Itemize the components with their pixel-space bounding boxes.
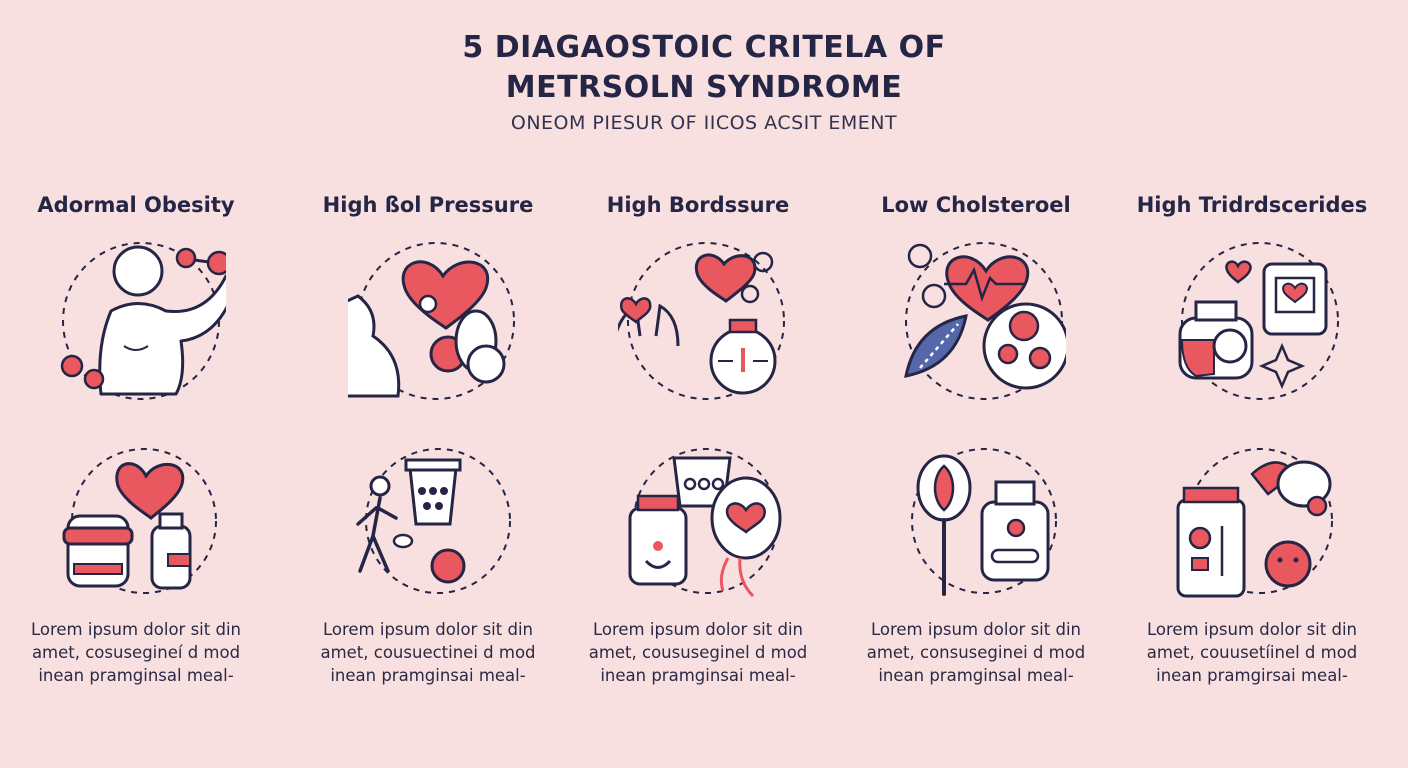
criterion-description: Lorem ipsum dolor sit din amet, consuseg… (846, 618, 1106, 687)
desc-line: inean pramginsal meal- (878, 666, 1074, 685)
criterion-triglycerides: High Tridrdscerides Lorem ipsum dolor si… (1122, 188, 1382, 708)
desc-line: amet, consuseginei d mod (866, 643, 1086, 662)
heart-torso-icon (348, 242, 515, 400)
criterion-description: Lorem ipsum dolor sit din amet, cosusegi… (6, 618, 266, 687)
bottle-document-icon (1178, 242, 1339, 400)
desc-line: amet, coususeginel d mod (588, 643, 808, 662)
pill-jar-food-icon (1176, 448, 1333, 598)
criterion-title: High ßol Pressure (322, 193, 534, 217)
criterion-obesity: Adormal Obesity Lorem ipsum dolor sit di… (6, 188, 266, 708)
desc-line: amet, cosusegineí d mod (31, 643, 241, 662)
desc-line: inean pramginsal meal- (38, 666, 234, 685)
criterion-blood-pressure: High ßol Pressure Lorem ipsum dolor sit … (298, 188, 558, 708)
page-title: 5 DIAGAOSTOIC CRITELA OF METRSOLN SYNDRO… (0, 28, 1408, 108)
desc-line: Lorem ipsum dolor sit din (870, 620, 1081, 639)
jar-balloon-icon (628, 448, 782, 598)
criterion-description: Lorem ipsum dolor sit din amet, cousuect… (298, 618, 558, 687)
criterion-description: Lorem ipsum dolor sit din amet, couusetí… (1122, 618, 1382, 687)
heartbeat-plate-icon (904, 242, 1066, 400)
hands-gauge-icon (618, 242, 785, 400)
desc-line: Lorem ipsum dolor sit din (592, 620, 803, 639)
jar-heart-icon (62, 448, 217, 594)
title-line-2: METRSOLN SYNDROME (505, 70, 903, 105)
criterion-cholesterol: Low Cholsteroel Lorem ipsum dolor sit di… (846, 188, 1106, 708)
walking-cup-icon (356, 448, 511, 594)
desc-line: Lorem ipsum dolor sit din (30, 620, 241, 639)
criterion-description: Lorem ipsum dolor sit din amet, coususeg… (568, 618, 828, 687)
obesity-person-icon (60, 242, 226, 400)
desc-line: inean pramginsai meal- (600, 666, 796, 685)
criterion-title: Adormal Obesity (37, 193, 235, 217)
desc-line: Lorem ipsum dolor sit din (1146, 620, 1357, 639)
criterion-high-pressure: High Bordssure Lorem ipsum dolor sit din… (568, 188, 828, 708)
desc-line: Lorem ipsum dolor sit din (322, 620, 533, 639)
page-subtitle: ONEOM PIESUR OF IICOS ACSIT EMENT (510, 112, 898, 134)
desc-line: amet, cousuectinei d mod (320, 643, 536, 662)
title-line-1: 5 DIAGAOSTOIC CRITELA OF (462, 30, 946, 65)
criterion-title: High Bordssure (606, 193, 790, 217)
criterion-title: Low Cholsteroel (881, 193, 1071, 217)
desc-line: inean pramgirsai meal- (1156, 666, 1348, 685)
criterion-title: High Tridrdscerides (1136, 193, 1368, 217)
desc-line: amet, couusetíinel d mod (1146, 643, 1358, 662)
desc-line: inean pramginsai meal- (330, 666, 526, 685)
spoon-bottle-icon (911, 448, 1057, 596)
